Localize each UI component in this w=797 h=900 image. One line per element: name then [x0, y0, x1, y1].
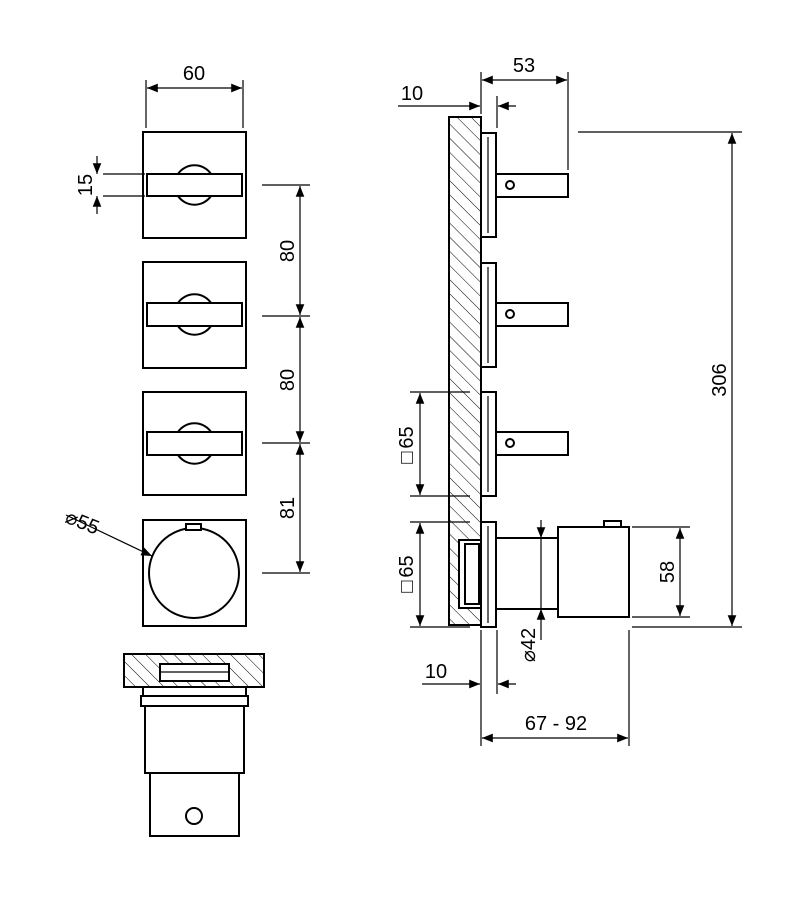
dim-install-depth: 67 - 92 — [480, 630, 630, 746]
front-plate-3 — [142, 391, 247, 496]
dim-total-height: 306 — [578, 131, 742, 628]
dim-plate-square-2: □65 — [396, 521, 470, 628]
dim-front-width: 60 — [145, 63, 244, 128]
side-valve-1 — [480, 132, 569, 238]
top-view — [123, 653, 265, 837]
side-view — [448, 116, 630, 628]
front-plate-2 — [142, 261, 247, 369]
dim-side-wall: 10 — [398, 83, 516, 128]
dim-handle-height: 15 — [75, 156, 145, 214]
dim-spacing-1: 80 — [277, 186, 305, 315]
dim-plate-square-1: □65 — [396, 391, 470, 497]
front-view — [142, 131, 247, 627]
dim-spacing-2-label: 80 — [277, 369, 299, 391]
dim-total-height-label: 306 — [709, 363, 731, 396]
side-thermostat — [458, 520, 630, 628]
dim-plate-square-1-label: □65 — [396, 426, 418, 463]
dim-install-depth-label: 67 - 92 — [525, 713, 587, 735]
dim-knob-diameter: ⌀55 — [62, 506, 153, 557]
dim-knob-diameter-label: ⌀55 — [62, 506, 102, 539]
front-plate-1 — [142, 131, 247, 239]
dim-thermo-height: 58 — [632, 526, 690, 618]
dim-bottom-wall-label: 10 — [425, 661, 447, 683]
dim-thermo-diameter-label: ⌀42 — [518, 628, 540, 662]
dim-side-depth: 53 — [480, 55, 569, 170]
dim-spacing-3-label: 81 — [277, 497, 299, 519]
dim-side-depth-label: 53 — [513, 55, 535, 77]
dim-front-width-label: 60 — [183, 63, 205, 85]
front-dimensions: 60 15 80 80 81 — [62, 63, 310, 574]
dim-bottom-wall: 10 — [422, 630, 516, 694]
side-valve-2 — [480, 262, 569, 368]
dim-handle-height-label: 15 — [75, 174, 97, 196]
side-valve-3 — [480, 391, 569, 497]
front-knob-plate — [142, 519, 247, 627]
dim-thermo-diameter: ⌀42 — [518, 520, 546, 662]
dim-thermo-height-label: 58 — [657, 561, 679, 583]
side-dimensions: 53 10 306 58 □65 — [396, 55, 742, 746]
dim-spacing-2: 80 — [277, 317, 305, 442]
dim-plate-square-2-label: □65 — [396, 555, 418, 592]
dim-spacing-1-label: 80 — [277, 240, 299, 262]
dim-side-wall-label: 10 — [401, 83, 423, 105]
dim-spacing-3: 81 — [277, 444, 305, 572]
